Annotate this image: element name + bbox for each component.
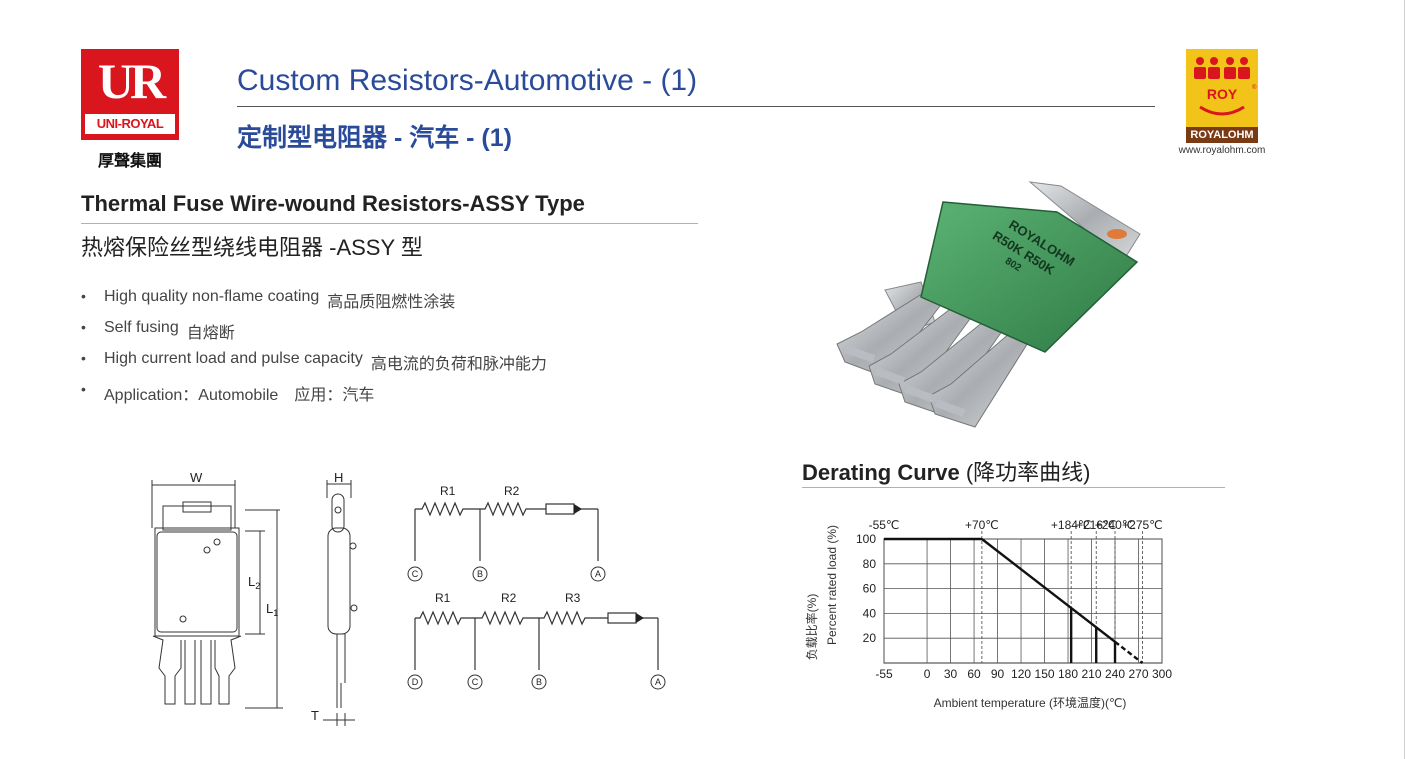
dim-label-t: T <box>311 708 319 723</box>
feature-item: • Self fusing 自熔断 <box>81 319 547 350</box>
terminal-label: B <box>536 677 542 687</box>
section-divider <box>81 223 698 224</box>
bullet-icon: • <box>81 350 86 366</box>
circuit-top-r2: R2 <box>504 484 520 498</box>
chart-top-annotations: -55℃ +70℃ +184℃+216℃+240℃+275℃ <box>869 518 1163 663</box>
feature-item: • High current load and pulse capacity 高电流… <box>81 350 547 381</box>
chart-series <box>884 537 1144 664</box>
product-photo: ROYALOHM R50K R50K 802 <box>836 181 1141 428</box>
dim-label-w: W <box>190 470 203 485</box>
chart-ylabel-english: Percent rated load (%) <box>825 525 839 645</box>
chart-y-ticks: 100 80 60 40 20 <box>856 532 876 645</box>
uni-royal-logo-name: UNI-ROYAL <box>85 114 175 134</box>
terminal-label: C <box>472 677 479 687</box>
page-title-english: Custom Resistors-Automotive - (1) <box>237 64 698 97</box>
dim-label-l2: L2 <box>248 574 260 591</box>
thermal-fuse-icon <box>1107 229 1127 239</box>
derating-chart: -55℃ +70℃ +184℃+216℃+240℃+275℃ 100 80 60 40 20… <box>804 518 1172 710</box>
y-tick-label: 80 <box>863 557 877 571</box>
section-title-chinese: 热熔保险丝型绕线电阻器 -ASSY 型 <box>81 235 423 260</box>
bullet-icon: • <box>81 288 86 304</box>
terminal-label: B <box>477 569 483 579</box>
royalohm-mark: ROY <box>1207 86 1238 102</box>
section-title-english: Thermal Fuse Wire-wound Resistors-ASSY T… <box>81 191 585 216</box>
terminal-label: C <box>412 569 419 579</box>
x-tick-label: 180 <box>1058 667 1078 681</box>
bullet-icon: • <box>81 381 86 397</box>
feature-chinese: 高电流的负荷和脉冲能力 <box>370 356 547 373</box>
feature-chinese: 应用：汽车 <box>294 387 375 404</box>
y-tick-label: 20 <box>863 631 877 645</box>
chart-ylabel-chinese: 负载比率(%) <box>804 594 819 661</box>
bullet-icon: • <box>81 319 86 335</box>
feature-english: Application：Automobile <box>104 387 279 404</box>
y-tick-label: 60 <box>863 582 877 596</box>
dim-label-l1: L1 <box>266 601 278 618</box>
royalohm-emblem-icon: ROY ® <box>1194 57 1257 116</box>
y-tick-label: 40 <box>863 606 877 620</box>
circuit-top-r1: R1 <box>440 484 456 498</box>
x-tick-label: 300 <box>1152 667 1172 681</box>
page-title-chinese: 定制型电阻器 - 汽车 - (1) <box>237 124 512 152</box>
feature-item: • High quality non-flame coating 高品质阻燃性涂装 <box>81 288 547 319</box>
derating-title: Derating Curve (降功率曲线) <box>802 455 1090 487</box>
annotation-label: +70℃ <box>965 518 999 532</box>
x-tick-label: 150 <box>1035 667 1055 681</box>
derating-divider <box>802 487 1225 488</box>
terminal-label: D <box>412 677 419 687</box>
x-tick-label: 90 <box>991 667 1005 681</box>
dim-label-h: H <box>334 470 343 485</box>
uni-royal-logo-chinese: 厚聲集團 <box>97 153 162 170</box>
x-tick-label: 210 <box>1082 667 1102 681</box>
annotation-label: -55℃ <box>869 518 900 532</box>
derating-line-dashed <box>1114 640 1144 664</box>
feature-english: High current load and pulse capacity <box>104 350 363 367</box>
chart-grid <box>883 538 1163 664</box>
circuit-bottom-r1: R1 <box>435 591 451 605</box>
annotation-label: +216℃ <box>1076 518 1117 532</box>
annotation-label: +240℃ <box>1095 518 1136 532</box>
x-tick-label: 240 <box>1105 667 1125 681</box>
dimension-drawing: W H L2 L1 T <box>151 470 358 726</box>
uni-royal-logo-letters: UR <box>97 53 166 109</box>
uni-royal-logo-box: UR UNI-ROYAL <box>81 49 179 140</box>
svg-text:®: ® <box>1252 84 1257 91</box>
feature-item: • Application：Automobile 应用：汽车 <box>81 381 547 412</box>
x-tick-label: 60 <box>967 667 981 681</box>
annotation-label: +275℃ <box>1122 518 1163 532</box>
y-tick-label: 100 <box>856 532 876 546</box>
terminal-label: A <box>595 569 601 579</box>
title-divider <box>237 106 1155 107</box>
circuit-bottom-r2: R2 <box>501 591 517 605</box>
royalohm-logo: ROY ® ROYALOHM www.royalohm.com <box>1170 49 1274 159</box>
feature-chinese: 高品质阻燃性涂装 <box>327 294 456 311</box>
feature-english: Self fusing <box>104 319 179 336</box>
royalohm-logo-name: ROYALOHM <box>1186 127 1258 143</box>
derating-line-slope <box>981 538 1116 643</box>
feature-english: High quality non-flame coating <box>104 288 320 305</box>
x-tick-label: 30 <box>944 667 958 681</box>
derating-title-rest: (降功率曲线) <box>959 460 1091 485</box>
terminal-label: A <box>655 677 661 687</box>
feature-chinese: 自熔断 <box>186 325 235 342</box>
uni-royal-logo: UR UNI-ROYAL 厚聲集團 <box>81 49 179 170</box>
royalohm-url[interactable]: www.royalohm.com <box>1178 145 1266 156</box>
derating-title-bold: Derating Curve <box>802 460 960 485</box>
circuit-diagram: R1 R2 R1 R2 R3 C B A D C B A <box>407 484 666 690</box>
chart-xlabel: Ambient temperature (环境温度)(℃) <box>934 695 1127 710</box>
circuit-bottom-r3: R3 <box>565 591 581 605</box>
chart-frame <box>883 538 1163 664</box>
x-tick-label: -55 <box>875 667 893 681</box>
x-tick-label: 270 <box>1128 667 1148 681</box>
x-tick-label: 120 <box>1011 667 1031 681</box>
x-tick-label: 0 <box>924 667 931 681</box>
annotation-label: +184℃ <box>1051 518 1092 532</box>
